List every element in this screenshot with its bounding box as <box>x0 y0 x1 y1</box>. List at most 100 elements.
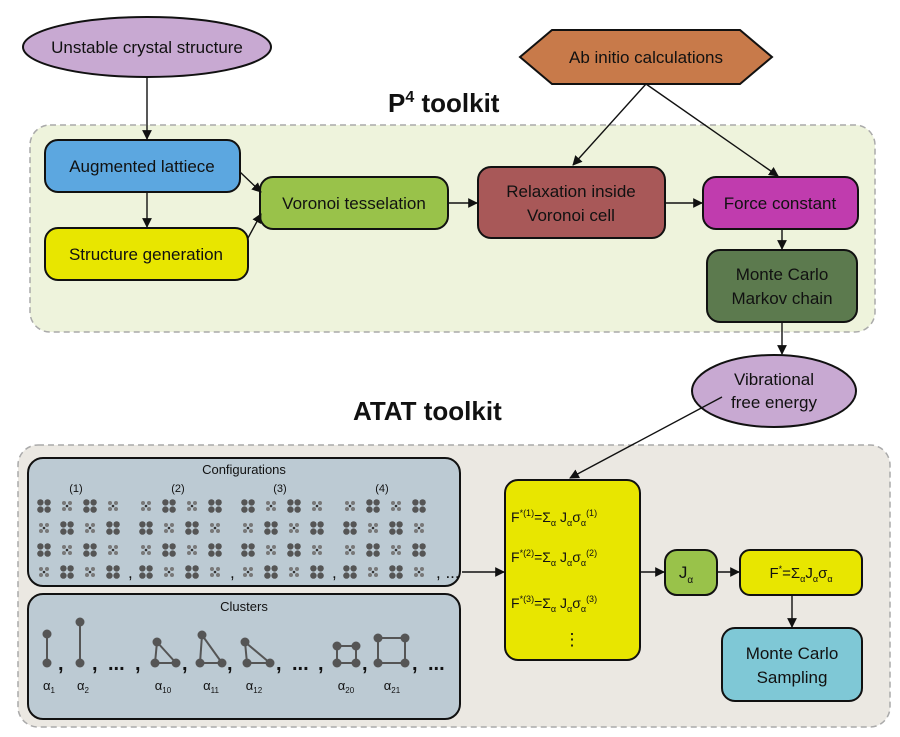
lattice-site <box>208 543 222 557</box>
lattice-site <box>162 543 176 557</box>
cluster-comma: , <box>227 653 233 675</box>
lattice-site <box>208 499 222 513</box>
lattice-site <box>343 521 357 535</box>
structure-generation-label: Structure generation <box>69 245 223 264</box>
lattice-site <box>139 521 153 535</box>
lattice-site <box>414 523 424 533</box>
final-equation-node <box>739 549 863 596</box>
lattice-site <box>106 521 120 535</box>
lattice-site <box>389 565 403 579</box>
mc-markov-node <box>706 249 858 323</box>
mc-sampling-line2: Sampling <box>757 668 828 687</box>
relaxation-label-line1: Relaxation inside <box>506 182 635 201</box>
lattice-site <box>412 543 426 557</box>
lattice-site <box>414 567 424 577</box>
lattice-site <box>345 545 355 555</box>
lattice-site <box>106 565 120 579</box>
configuration-comma: , <box>230 563 235 582</box>
vibrational-energy-node <box>691 354 857 428</box>
lattice-site <box>289 523 299 533</box>
lattice-site <box>266 501 276 511</box>
clusters-title: Clusters <box>220 599 268 614</box>
lattice-site <box>366 499 380 513</box>
lattice-site <box>312 501 322 511</box>
configuration-comma: , <box>332 563 337 582</box>
unstable-crystal-label: Unstable crystal structure <box>51 38 243 57</box>
lattice-site <box>264 521 278 535</box>
lattice-site <box>139 565 153 579</box>
lattice-site <box>83 543 97 557</box>
lattice-site <box>343 565 357 579</box>
lattice-site <box>83 499 97 513</box>
force-constant-label: Force constant <box>724 194 837 213</box>
structure-generation-node <box>44 227 249 281</box>
lattice-site <box>310 565 324 579</box>
cluster-comma: , <box>318 653 324 675</box>
lattice-site <box>389 521 403 535</box>
lattice-site <box>85 567 95 577</box>
lattice-site <box>366 543 380 557</box>
ab-initio-label: Ab initio calculations <box>569 48 723 67</box>
lattice-site <box>187 545 197 555</box>
lattice-site <box>287 499 301 513</box>
lattice-site <box>243 523 253 533</box>
lattice-site <box>368 523 378 533</box>
lattice-site <box>391 545 401 555</box>
vibrational-energy-line1: Vibrational <box>734 370 814 389</box>
configuration-group-label: (3) <box>273 483 286 495</box>
configuration-group-label: (1) <box>69 483 82 495</box>
cluster-comma: , <box>362 653 368 675</box>
lattice-site <box>185 565 199 579</box>
cluster-ellipsis: ... <box>428 653 445 675</box>
lattice-site <box>39 567 49 577</box>
lattice-site <box>108 545 118 555</box>
cluster-comma: , <box>92 653 98 675</box>
configuration-comma: , <box>128 563 133 582</box>
vibrational-energy-line2: free energy <box>731 393 817 412</box>
lattice-site <box>60 565 74 579</box>
lattice-site <box>391 501 401 511</box>
atat-toolkit-title: ATAT toolkit <box>353 396 502 426</box>
j-alpha-node <box>664 549 718 596</box>
lattice-site <box>287 543 301 557</box>
clusters-panel <box>27 593 461 720</box>
cluster-comma: , <box>135 653 141 675</box>
mc-markov-label-line2: Markov chain <box>731 289 832 308</box>
lattice-site <box>185 521 199 535</box>
lattice-site <box>62 545 72 555</box>
lattice-site <box>210 523 220 533</box>
arrows <box>142 77 797 628</box>
lattice-site <box>345 501 355 511</box>
lattice-site <box>241 499 255 513</box>
equation-ellipsis: ⋮ <box>564 630 581 649</box>
lattice-site <box>162 499 176 513</box>
configurations-panel <box>27 457 461 587</box>
lattice-site <box>141 545 151 555</box>
lattice-site <box>37 499 51 513</box>
lattice-site <box>289 567 299 577</box>
force-constant-node <box>702 176 859 230</box>
mc-markov-label-line1: Monte Carlo <box>736 265 829 284</box>
lattice-site <box>412 499 426 513</box>
lattice-site <box>62 501 72 511</box>
augmented-lattice-node <box>44 139 241 193</box>
relaxation-node <box>477 166 666 239</box>
equations-node <box>504 479 641 661</box>
lattice-site <box>210 567 220 577</box>
cluster-ellipsis: ... <box>108 653 125 675</box>
configuration-group-label: (2) <box>171 483 184 495</box>
lattice-site <box>141 501 151 511</box>
lattice-site <box>266 545 276 555</box>
lattice-site <box>187 501 197 511</box>
lattice-site <box>37 543 51 557</box>
configuration-groups: (1),(2),(3),(4), ... <box>37 483 460 582</box>
cluster-comma: , <box>412 653 418 675</box>
cluster-comma: , <box>276 653 282 675</box>
lattice-site <box>264 565 278 579</box>
lattice-site <box>108 501 118 511</box>
lattice-site <box>39 523 49 533</box>
configurations-title: Configurations <box>202 462 286 477</box>
lattice-site <box>60 521 74 535</box>
lattice-site <box>164 567 174 577</box>
